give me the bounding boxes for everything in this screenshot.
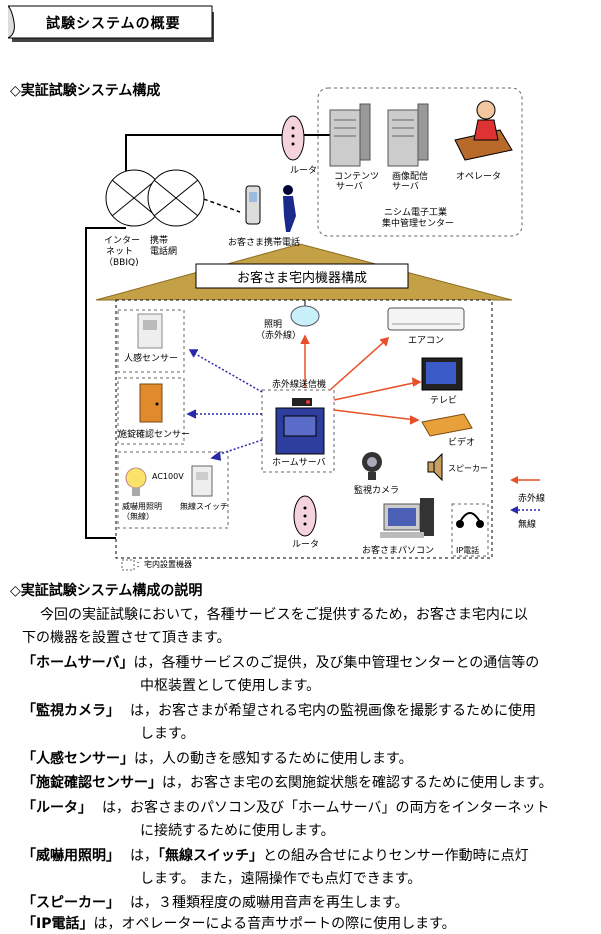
wireless-switch-icon: [191, 465, 213, 497]
customer-mobile-label: お客さま携帯電話: [228, 238, 301, 248]
tv-icon: [421, 357, 463, 391]
ip-phone-label: IP電話: [456, 546, 480, 555]
item-router-cont: に接続するために使用します。: [140, 823, 335, 839]
tv-label: テレビ: [430, 396, 458, 406]
home-server-label: ホームサーバ: [272, 458, 326, 468]
internet-label-1: インター: [104, 236, 141, 246]
intro-line-1: 今回の実証試験において，各種サービスをご提供するため，お客さま宅内に以: [40, 607, 528, 623]
threat-light-label-2: （無線）: [122, 512, 154, 521]
mobile-net-label-2: 電話網: [150, 247, 178, 257]
wireless-switch-label: 無線スイッチ: [180, 502, 228, 511]
video-label: ビデオ: [448, 438, 476, 448]
light-label-1: 照明: [264, 320, 283, 330]
person-icon: [283, 185, 296, 232]
wireless-arrows: [186, 349, 263, 461]
aircon-icon: [387, 307, 465, 331]
item-lock-sensor: 「施錠確認センサー」は，お客さま宅の玄関施錠状態を確認するために使用します。: [22, 775, 553, 791]
item-motion-sensor: 「人感センサー」は，人の動きを感知するために使用します。: [22, 751, 413, 767]
mobile-net-label-1: 携帯: [150, 236, 169, 246]
center-label-1: ニシム電子工業: [384, 208, 448, 218]
contents-server-label-1: コンテンツ: [334, 172, 380, 182]
page-title: 試験システムの概要: [46, 16, 181, 32]
scroll-graphic: [4, 5, 214, 42]
item-ip-phone: 「IP電話」は，オペレーターによる音声サポートの際に使用します。: [22, 916, 456, 932]
lightbulb-icon: [125, 467, 147, 496]
speaker-label: スピーカー: [448, 464, 488, 473]
contents-server-icon: [329, 103, 371, 167]
operator-label: オペレータ: [456, 172, 502, 182]
center-box: [317, 87, 523, 237]
ac100v-label: AC100V: [152, 472, 184, 481]
router-bottom-label: ルータ: [292, 540, 320, 550]
section-heading-system: ◇実証試験システム構成: [10, 83, 161, 99]
light-label-2: （赤外線）: [256, 331, 302, 341]
internet-label-3: （BBIQ): [104, 258, 139, 268]
mobile-network-icon: [147, 169, 205, 227]
intro-line-2: 下の機器を設置させて頂きます。: [22, 630, 231, 646]
section-heading-explanation: ◇実証試験システム構成の説明: [10, 583, 203, 599]
aircon-label: エアコン: [408, 336, 445, 346]
camera-icon: [362, 452, 382, 480]
contents-server-label-2: サーバ: [336, 182, 363, 192]
threat-light-label-1: 威嚇用照明: [122, 502, 162, 511]
item-threat-light-cont: します。 また，遠隔操作でも点灯できます。: [140, 871, 422, 887]
legend-indoor-label: ：宅内設置機器: [136, 560, 192, 569]
ir-transmitter-label: 赤外線送信機: [272, 380, 327, 390]
image-server-label-1: 画像配信: [392, 172, 429, 182]
customer-pc-label: お客さまパソコン: [362, 546, 435, 556]
speaker-icon: [427, 452, 443, 482]
legend-wireless-label: 無線: [518, 520, 537, 530]
house-title: お客さま宅内機器構成: [236, 271, 367, 286]
video-icon: [421, 413, 473, 437]
item-router: 「ルータ」は，お客さまのパソコン及び「ホームサーバ」の両方をインターネット: [22, 800, 550, 816]
ceiling-light-icon: [290, 300, 320, 327]
router-top-label: ルータ: [290, 166, 318, 176]
system-diagram: [85, 87, 540, 571]
operator-icon: [454, 100, 513, 161]
motion-sensor-label: 人感センサー: [124, 354, 179, 364]
router-top-icon: [281, 115, 305, 161]
router-bottom-icon: [293, 495, 317, 537]
ir-arrows: [300, 334, 422, 425]
door-icon: [139, 383, 163, 423]
pc-icon: [380, 498, 434, 538]
headset-icon: [456, 512, 484, 528]
item-threat-light: 「威嚇用照明」は，「無線スイッチ」との組み合せによりセンサー作動時に点灯: [22, 848, 529, 864]
lock-sensor-label: 施錠確認センサー: [118, 430, 191, 440]
home-server-icon: [261, 389, 335, 473]
internet-label-2: ネット: [106, 247, 134, 257]
camera-label: 監視カメラ: [354, 486, 400, 496]
item-camera-cont: します。: [140, 726, 195, 742]
item-camera: 「監視カメラ」は，お客さまが希望される宅内の監視画像を撮影するために使用: [22, 703, 536, 719]
image-server-icon: [387, 103, 429, 167]
legend-ir-label: 赤外線: [518, 494, 546, 504]
item-speaker: 「スピーカー」は，３種類程度の威嚇用音声を再生します。: [22, 895, 409, 911]
center-label-2: 集中管理センター: [382, 219, 455, 229]
motion-sensor-icon: [137, 313, 163, 349]
legend-indoor-box: [121, 559, 135, 571]
image-server-label-2: サーバ: [392, 182, 419, 192]
item-home-server-cont: 中枢装置として使用します。: [140, 678, 321, 694]
title-banner: 試験システムの概要: [4, 4, 220, 44]
item-home-server: 「ホームサーバ」は，各種サービスのご提供，及び集中管理センターとの通信等の: [22, 655, 540, 671]
mobile-phone-icon: [245, 185, 261, 225]
